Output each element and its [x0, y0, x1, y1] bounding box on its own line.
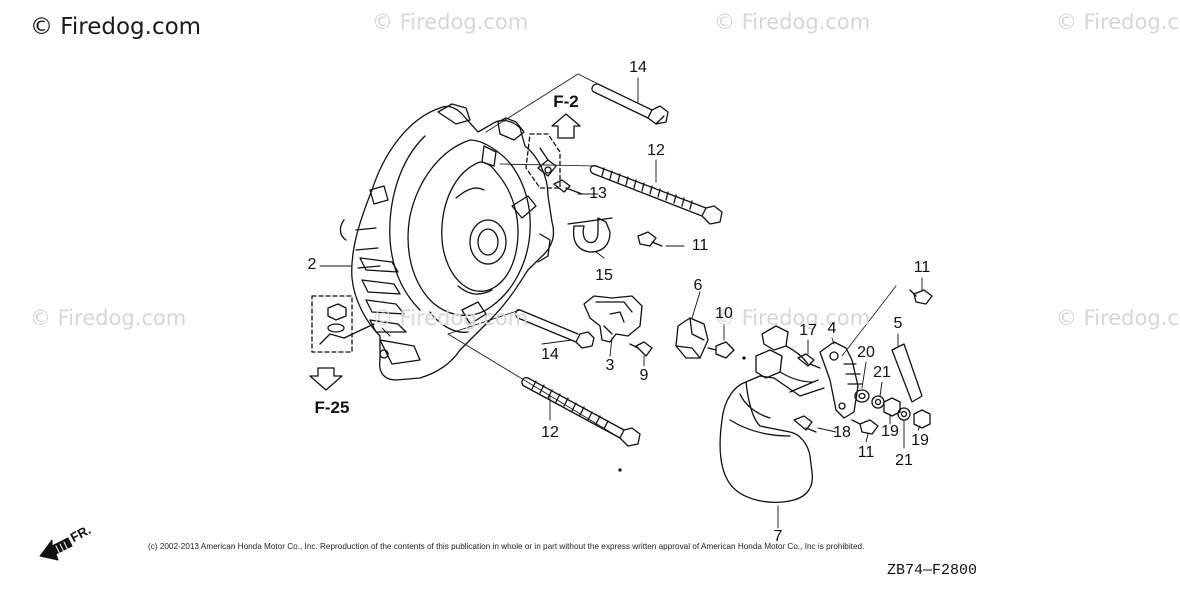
ref-f25: F-25: [314, 398, 350, 417]
callout-2: 2: [307, 256, 317, 273]
leader-lines: [319, 77, 923, 529]
watermark: © Firedog.com: [372, 10, 529, 34]
callout-21: 21: [895, 452, 913, 469]
bolt-11-right: [909, 289, 933, 305]
watermark-main: © Firedog.com: [30, 14, 202, 40]
callout-21: 21: [873, 364, 891, 381]
guide-lines: [447, 73, 897, 439]
bolt-13: [553, 179, 583, 195]
bolt-10: [707, 341, 735, 359]
bolt-11-low: [851, 419, 879, 435]
callout-14: 14: [541, 346, 559, 363]
watermark: © Firedog.com: [30, 306, 187, 330]
washer-20: [854, 389, 870, 403]
bolt-17: [797, 353, 821, 369]
watermark: © Firedog.com: [714, 306, 871, 330]
callout-6: 6: [693, 277, 703, 294]
callout-17: 17: [799, 322, 817, 339]
callout-5: 5: [893, 315, 903, 332]
callout-13: 13: [589, 185, 607, 202]
washer-21-b: [897, 407, 911, 421]
clip-part: [537, 147, 557, 177]
bolt-11-mid: [637, 231, 663, 247]
bolt-14-top: [591, 83, 669, 125]
callout-3: 3: [605, 357, 615, 374]
watermark: © Firedog.com: [1056, 10, 1180, 34]
bolt-12-top: [589, 165, 723, 225]
arrow-up-f2: [551, 113, 581, 139]
watermark: © Firedog.com: [1056, 306, 1180, 330]
reference-box-left: [311, 295, 353, 353]
nut-washer-set: [319, 303, 375, 345]
bolt-12-low: [521, 377, 641, 447]
nut-19-a: [883, 397, 901, 417]
callout-14: 14: [629, 59, 647, 76]
callout-18: 18: [833, 424, 851, 441]
strip-5: [891, 343, 923, 403]
callout-10: 10: [715, 305, 733, 322]
callout-19: 19: [911, 432, 929, 449]
part-6-block: [675, 317, 709, 359]
bolt-14-low: [515, 309, 595, 349]
watermark: © Firedog.com: [714, 10, 871, 34]
clamp-15: [567, 217, 613, 253]
bolt-9: [629, 341, 653, 357]
ref-f2: F-2: [553, 92, 579, 111]
callout-11: 11: [857, 444, 875, 461]
callout-9: 9: [639, 367, 649, 384]
callout-12: 12: [541, 424, 559, 441]
nut-19-b: [913, 409, 931, 429]
bracket-4: [819, 341, 863, 419]
reference-box-top: [525, 133, 561, 189]
callout-7: 7: [773, 528, 783, 545]
fan-cover-housing: [339, 103, 555, 381]
front-arrow: [39, 537, 73, 561]
callout-20: 20: [857, 344, 875, 361]
watermark: © Firedog.com: [372, 306, 529, 330]
copyright-notice: (c) 2002-2013 American Honda Motor Co., …: [148, 542, 865, 551]
callout-4: 4: [827, 320, 837, 337]
callout-12: 12: [647, 142, 665, 159]
bolt-18: [793, 415, 817, 433]
figure-code: ZB74—F2800: [887, 562, 978, 579]
callout-11: 11: [691, 237, 709, 254]
callout-11: 11: [913, 259, 931, 276]
part-7-cover: [719, 325, 825, 503]
bracket-3: [583, 295, 643, 343]
callout-19: 19: [881, 423, 899, 440]
callout-15: 15: [595, 267, 613, 284]
washer-21-a: [871, 395, 885, 409]
arrow-down-f25: [309, 367, 343, 391]
